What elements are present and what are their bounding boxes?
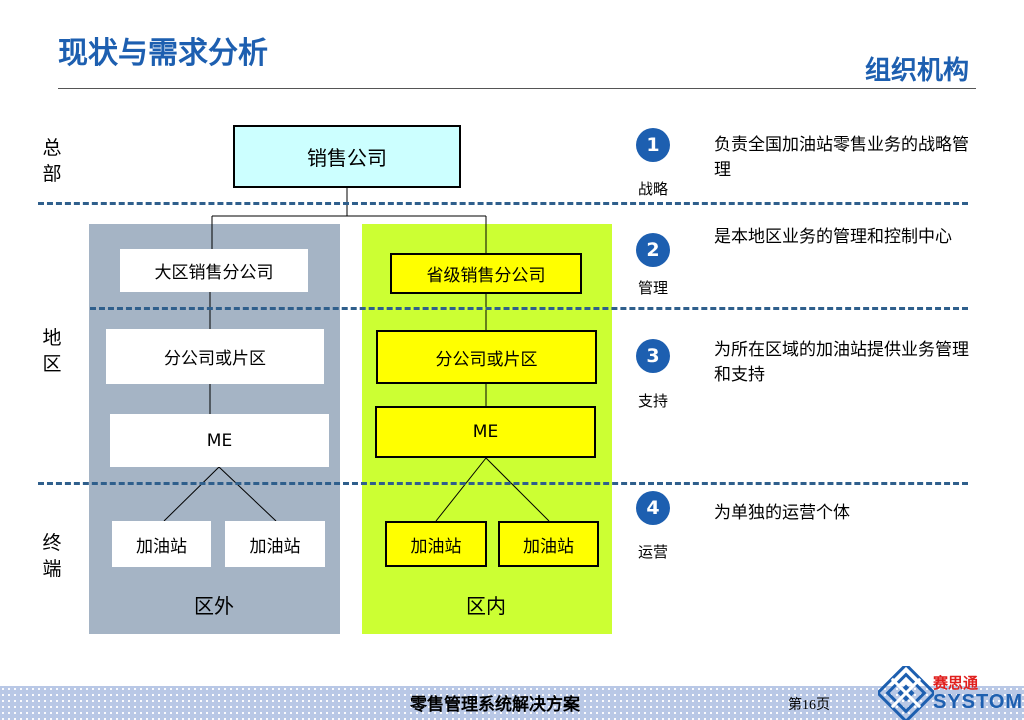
header-divider: [58, 88, 976, 89]
level-label-hq: 总部: [42, 137, 62, 185]
logo-chinese-name: 赛思通: [933, 674, 979, 692]
level-divider-2: [90, 307, 968, 310]
role-number-badge: 3: [636, 339, 670, 373]
role-description: 为单独的运营个体: [714, 503, 850, 523]
company-logo-icon: [878, 666, 934, 720]
role-description: 是本地区业务的管理和控制中心: [714, 227, 952, 247]
outside-region-label: 区外: [194, 594, 234, 618]
role-name: 管理: [637, 279, 668, 297]
level-label-terminal: 终端: [42, 532, 62, 580]
outside-regional-box: 大区销售分公司: [120, 249, 308, 292]
role-name: 战略: [637, 180, 668, 198]
role-description: 为所在区域的加油站提供业务管理和支持: [714, 340, 969, 385]
page-number: 第16页: [788, 698, 830, 713]
role-number-badge: 2: [636, 233, 670, 267]
inside-station-box-1: 加油站: [385, 521, 487, 567]
role-description: 负责全国加油站零售业务的战略管理: [714, 135, 969, 180]
role-number-badge: 4: [636, 491, 670, 525]
section-title: 组织机构: [864, 56, 969, 86]
outside-station-box-2: 加油站: [225, 521, 325, 567]
footer-band: [0, 686, 1024, 720]
level-divider-3: [38, 482, 968, 485]
role-name: 支持: [637, 392, 668, 410]
level-divider-1: [38, 202, 968, 205]
footer-title: 零售管理系统解决方案: [410, 695, 580, 715]
outside-me-box: ME: [110, 414, 329, 467]
inside-regional-box: 省级销售分公司: [390, 253, 582, 294]
inside-branch-box: 分公司或片区: [376, 330, 597, 384]
role-name: 运营: [637, 543, 668, 561]
logo-english-name: SYSTOM: [933, 691, 1024, 713]
inside-region-label: 区内: [466, 594, 506, 618]
role-number-badge: 1: [636, 128, 670, 162]
inside-station-box-2: 加油站: [498, 521, 599, 567]
page-title: 现状与需求分析: [58, 36, 268, 71]
hq-sales-company-box: 销售公司: [233, 125, 461, 188]
inside-me-box: ME: [375, 406, 596, 458]
outside-station-box-1: 加油站: [112, 521, 211, 567]
level-label-region: 地区: [42, 327, 62, 375]
outside-branch-box: 分公司或片区: [106, 329, 324, 384]
